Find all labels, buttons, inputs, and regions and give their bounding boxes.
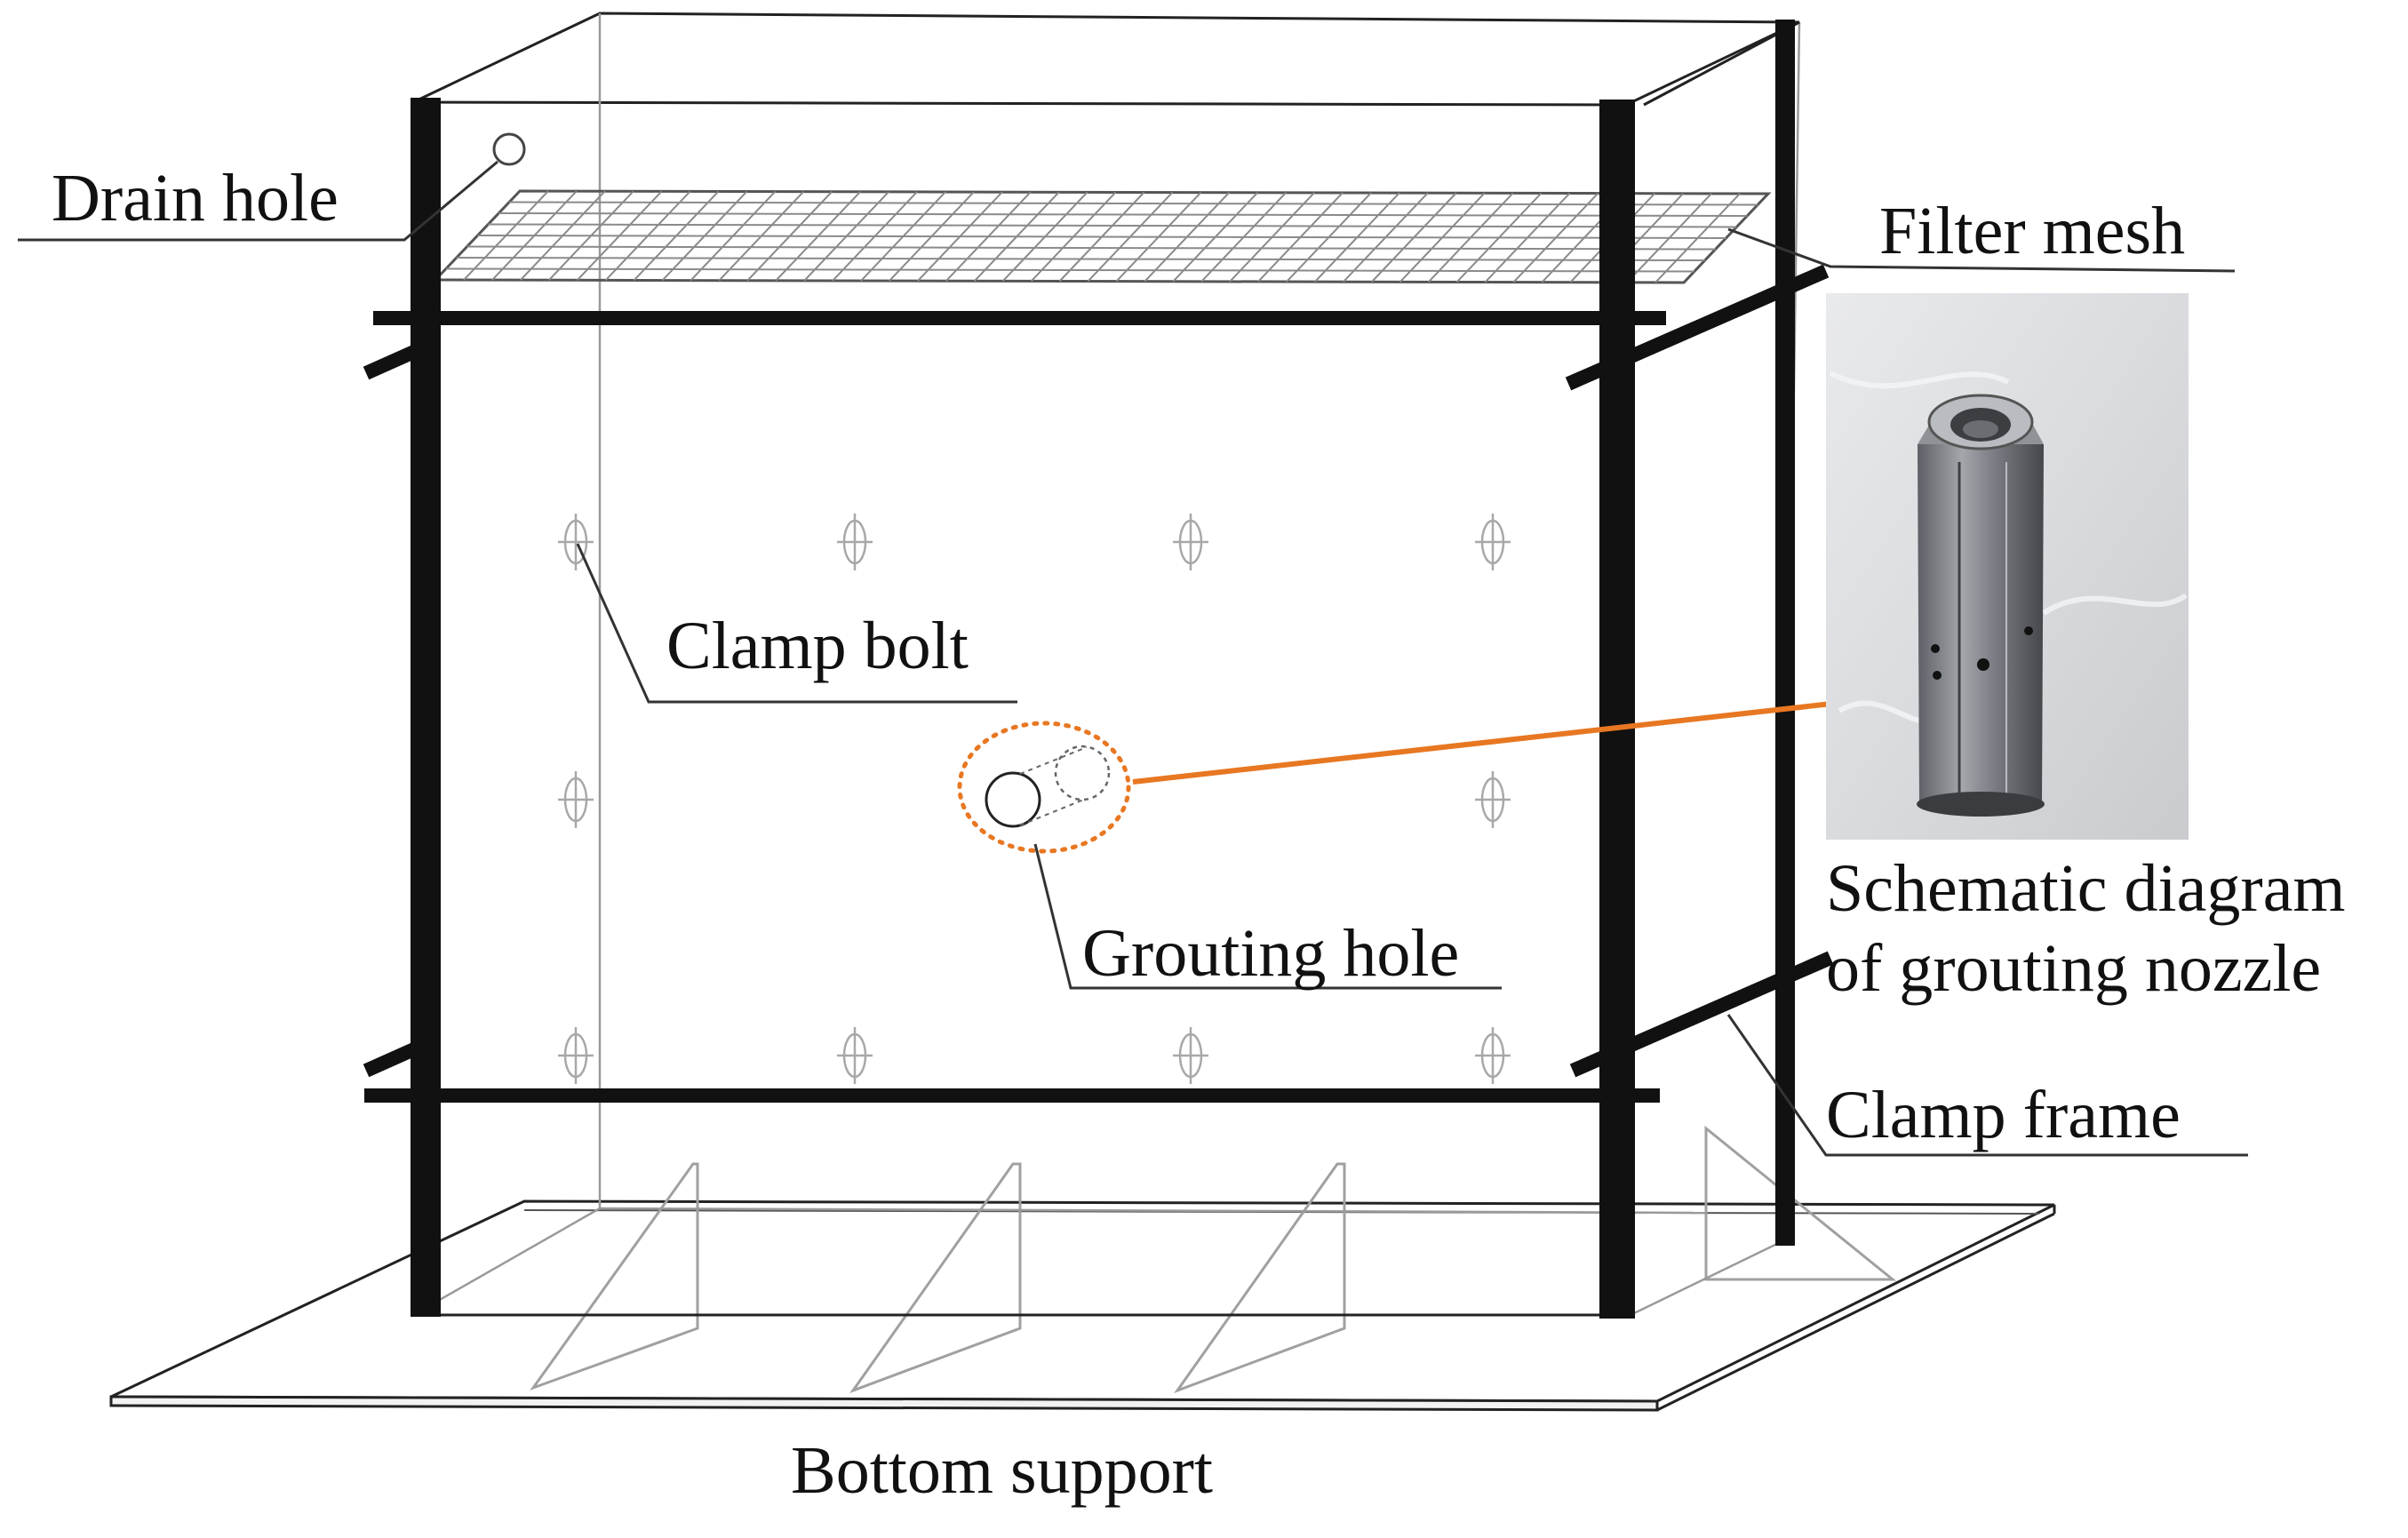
clamp-bolt-icon: [837, 514, 873, 570]
clamp-frame: [363, 264, 1834, 1103]
clamp-bolts: [558, 514, 1511, 1084]
mesh-line: [466, 245, 1716, 251]
bottom-support: [109, 1125, 2056, 1412]
grouting-nozzle-photo: [1826, 293, 2189, 840]
clamp-bolt-icon: [1475, 514, 1511, 570]
clamp-bolt-icon: [558, 771, 594, 828]
grouting-hole: [957, 721, 1131, 854]
box-outline: [411, 12, 1801, 1317]
clamp-bolt-icon: [1173, 1027, 1208, 1084]
mesh-line: [509, 201, 1758, 206]
drain-hole: [492, 132, 526, 166]
label-grouting-hole: Grouting hole: [1082, 916, 1459, 991]
clamp-bolt-icon: [1173, 514, 1208, 570]
mesh-line: [488, 223, 1737, 228]
leader-lines: [18, 160, 2248, 1157]
nozzle-arrow: [1132, 676, 1890, 785]
mesh-line: [498, 212, 1748, 217]
clamp-bolt-icon: [558, 514, 594, 570]
frame-posts: [411, 20, 1795, 1319]
label-filter-mesh: Filter mesh: [1879, 194, 2185, 268]
mesh-line: [445, 267, 1694, 273]
clamp-bolt-icon: [837, 1027, 873, 1084]
mesh-line: [477, 235, 1726, 239]
label-nozzle-line2: of grouting nozzle: [1826, 931, 2321, 1006]
clamp-bolt-icon: [558, 1027, 594, 1084]
clamp-bolt-icon: [1475, 771, 1511, 828]
label-drain-hole: Drain hole: [52, 161, 339, 235]
label-clamp-frame: Clamp frame: [1826, 1078, 2181, 1152]
label-clamp-bolt: Clamp bolt: [666, 609, 969, 683]
mesh-line: [456, 257, 1705, 261]
filter-mesh: [432, 189, 1772, 284]
label-bottom-support: Bottom support: [791, 1433, 1213, 1508]
label-nozzle-line1: Schematic diagram: [1826, 851, 2346, 926]
clamp-bolt-icon: [1475, 1027, 1511, 1084]
